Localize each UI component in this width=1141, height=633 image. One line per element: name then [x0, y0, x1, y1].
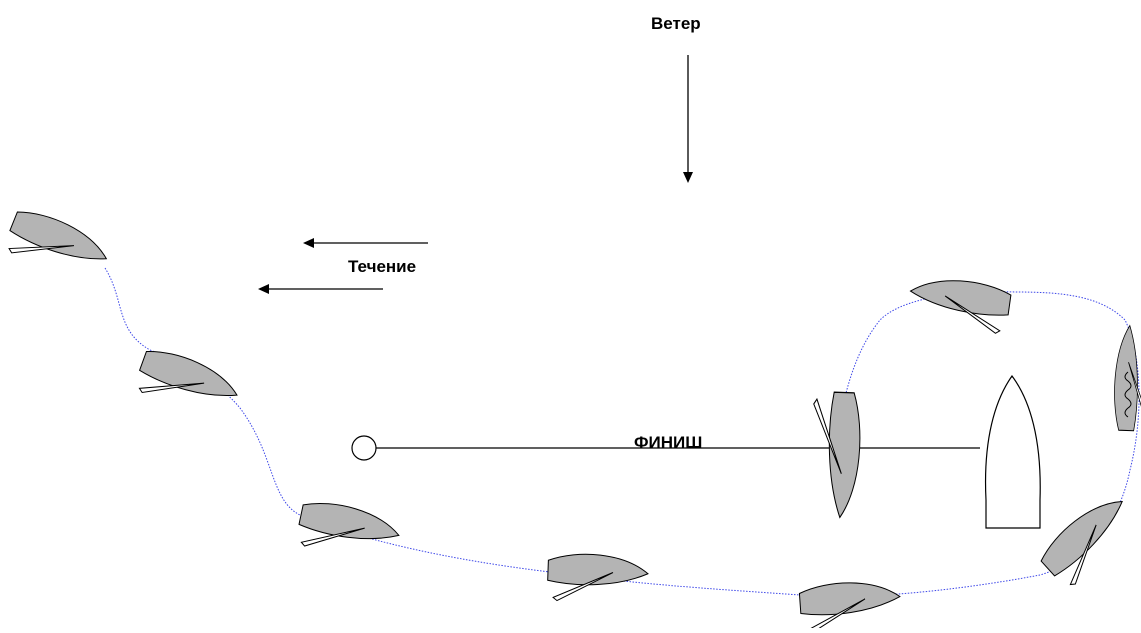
boat-9	[809, 390, 863, 519]
current-arrow-lower	[258, 284, 383, 294]
current-arrow-upper	[303, 238, 428, 248]
wind-arrow	[683, 55, 693, 183]
boat-3	[294, 497, 404, 566]
finish-label: ФИНИШ	[634, 433, 703, 452]
boat-2	[132, 344, 244, 424]
boat-7	[1112, 324, 1141, 432]
finish-mark	[351, 435, 377, 461]
boat-6	[1035, 488, 1141, 592]
boat-4	[546, 552, 650, 605]
boat-1	[1, 204, 114, 288]
luffing-sail	[1124, 371, 1132, 418]
boat-track	[104, 267, 1140, 597]
committee-boat	[984, 374, 1041, 529]
current-label: Течение	[348, 257, 417, 276]
wind-label: Ветер	[651, 14, 701, 33]
boat-8	[905, 273, 1013, 336]
boat-5	[798, 578, 903, 633]
